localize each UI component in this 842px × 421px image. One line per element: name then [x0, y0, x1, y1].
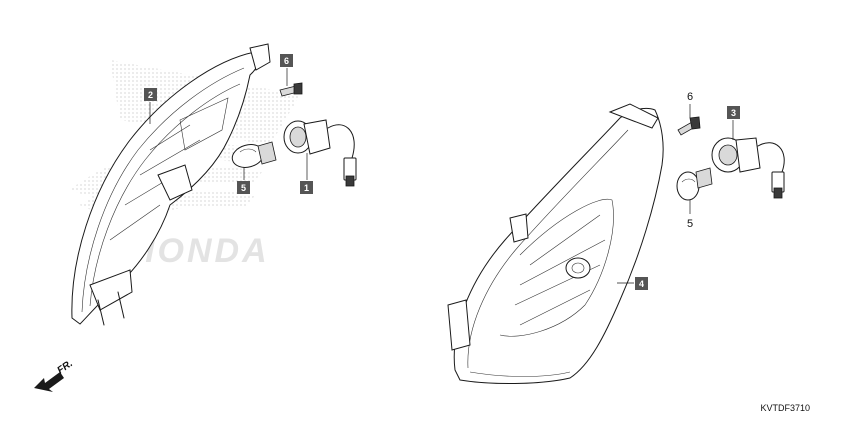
left-screw — [279, 82, 303, 97]
callout-right-bulb: 5 — [687, 200, 693, 230]
svg-text:3: 3 — [731, 108, 736, 118]
svg-text:6: 6 — [284, 56, 289, 66]
front-direction-indicator: FR. — [34, 358, 75, 392]
diagram-code: KVTDF3710 — [760, 403, 810, 413]
callout-left-socket: 1 — [300, 153, 313, 194]
callout-left-bulb: 5 — [237, 167, 250, 194]
right-socket — [711, 137, 785, 199]
callout-right-lens: 4 — [617, 277, 648, 290]
svg-text:5: 5 — [241, 183, 246, 193]
svg-text:4: 4 — [639, 279, 644, 289]
svg-text:2: 2 — [148, 90, 153, 100]
callout-right-socket: 3 — [727, 106, 740, 140]
callout-left-lens: 2 — [144, 88, 157, 124]
right-turn-signal-lens — [447, 103, 664, 385]
right-bulb — [676, 167, 713, 201]
left-socket — [283, 119, 357, 187]
left-bulb — [231, 141, 277, 168]
right-screw — [677, 116, 701, 136]
left-turn-signal-lens — [71, 43, 271, 326]
svg-text:1: 1 — [304, 183, 309, 193]
svg-text:6: 6 — [687, 91, 693, 103]
front-arrow-icon — [34, 372, 64, 392]
callout-right-screw: 6 — [687, 91, 693, 118]
callout-left-screw: 6 — [280, 54, 293, 86]
svg-text:5: 5 — [687, 218, 693, 230]
